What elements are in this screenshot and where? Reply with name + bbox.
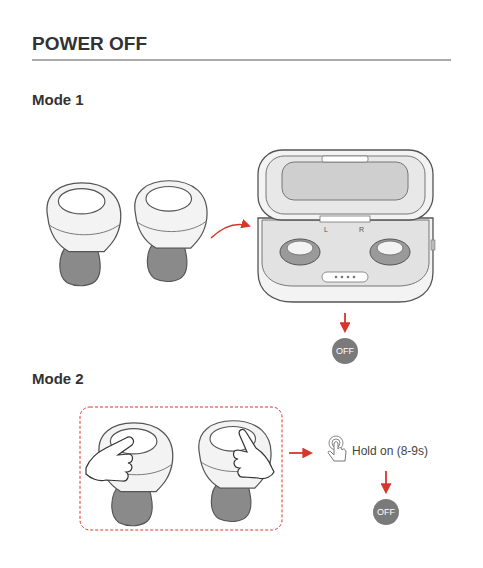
pressing-hand — [86, 437, 133, 481]
off-text: OFF — [336, 347, 354, 356]
hold-icon — [328, 436, 346, 461]
left-earbud — [47, 183, 121, 286]
down-arrow — [344, 313, 346, 331]
pressing-hand — [234, 429, 275, 478]
right-earbud — [135, 181, 207, 282]
side-letter: R — [359, 226, 364, 234]
down-arrow — [385, 471, 387, 492]
off-text: OFF — [377, 508, 395, 517]
off-badge: OFF — [373, 499, 399, 525]
mode-heading: Mode 1 — [32, 91, 84, 108]
charging-case — [258, 150, 435, 302]
hold-instruction: Hold on (8-9s) — [352, 445, 428, 459]
right-arrow — [289, 452, 311, 454]
curved-arrow — [211, 225, 249, 239]
dashed-frame — [80, 407, 282, 530]
title-rule — [32, 60, 451, 61]
off-badge: OFF — [332, 338, 358, 364]
mode-heading: Mode 2 — [32, 370, 84, 387]
side-letter: L — [324, 226, 328, 234]
page-title: POWER OFF — [32, 33, 147, 55]
